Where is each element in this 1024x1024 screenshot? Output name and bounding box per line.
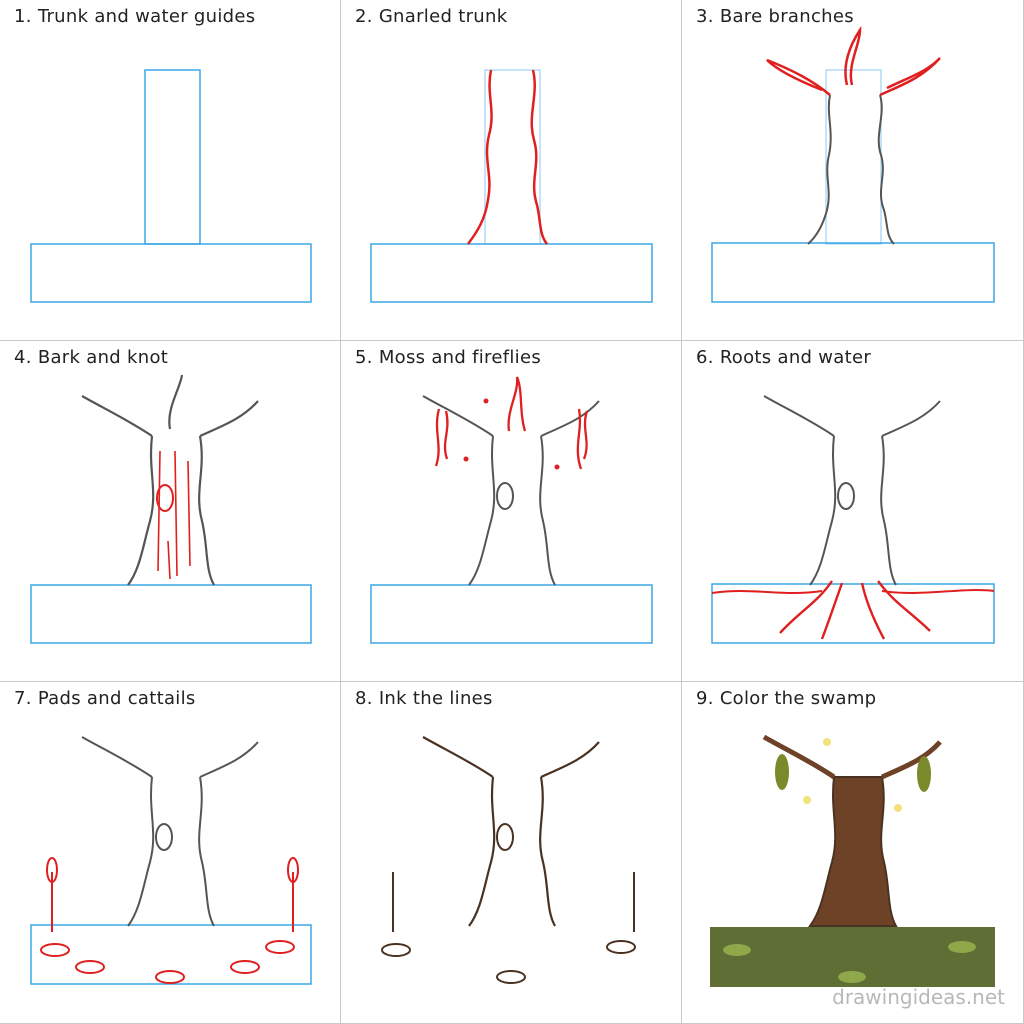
cattail-right-head xyxy=(287,857,299,883)
center-branch xyxy=(844,25,862,86)
trunk-guide xyxy=(144,69,201,245)
step-panel-7: 7. Pads and cattails xyxy=(0,682,341,1024)
step-title-2: 2. Gnarled trunk xyxy=(355,6,508,27)
step-title-7: 7. Pads and cattails xyxy=(14,688,196,709)
bark-lines xyxy=(157,450,191,580)
step-3-drawing xyxy=(711,25,995,303)
step-8-drawing xyxy=(381,736,636,984)
knot xyxy=(155,823,173,851)
firefly xyxy=(483,398,489,404)
trunk-guide xyxy=(484,69,541,245)
step-1-drawing xyxy=(30,69,312,303)
trunk-left-edge xyxy=(807,94,832,245)
knot xyxy=(156,484,174,512)
colored-trunk xyxy=(808,776,898,927)
step-panel-9: 9. Color the swamp drawingideas.net xyxy=(682,682,1024,1024)
step-panel-2: 2. Gnarled trunk xyxy=(341,0,682,341)
lily-pad xyxy=(838,971,866,983)
lily-pad xyxy=(723,944,751,956)
lily-pad xyxy=(40,943,70,957)
water-guide xyxy=(370,584,653,644)
firefly xyxy=(894,804,902,812)
trunk-guide xyxy=(825,69,882,245)
step-panel-4: 4. Bark and knot xyxy=(0,341,341,682)
water-guide xyxy=(711,583,995,644)
lily-pad xyxy=(381,943,411,957)
broken-top xyxy=(507,376,527,432)
knot xyxy=(496,482,514,510)
step-panel-5: 5. Moss and fireflies xyxy=(341,341,682,682)
step-panel-8: 8. Ink the lines xyxy=(341,682,682,1024)
lily-pad xyxy=(155,970,185,984)
firefly xyxy=(554,464,560,470)
firefly xyxy=(463,456,469,462)
lily-pad xyxy=(265,940,295,954)
step-title-6: 6. Roots and water xyxy=(696,347,872,368)
moss-right xyxy=(576,408,589,470)
step-panel-3: 3. Bare branches xyxy=(682,0,1024,341)
step-6-drawing xyxy=(711,395,995,644)
inked-tree xyxy=(422,736,600,927)
roots xyxy=(779,580,931,640)
moss xyxy=(917,756,931,792)
firefly xyxy=(823,738,831,746)
tree-outline xyxy=(81,736,259,927)
step-title-4: 4. Bark and knot xyxy=(14,347,169,368)
right-branch xyxy=(879,57,941,97)
trunk-right-edge xyxy=(530,69,549,245)
step-title-5: 5. Moss and fireflies xyxy=(355,347,542,368)
lily-pad xyxy=(606,940,636,954)
lily-pad xyxy=(948,941,976,953)
water-guide xyxy=(30,584,312,644)
water-guide xyxy=(30,924,312,985)
colored-branches xyxy=(762,734,942,780)
water-line xyxy=(711,589,995,594)
step-title-9: 9. Color the swamp xyxy=(696,688,877,709)
cattail-left-head xyxy=(46,857,58,883)
branches xyxy=(81,374,259,438)
lily-pad xyxy=(75,960,105,974)
left-branch xyxy=(766,58,831,96)
knot xyxy=(837,482,855,510)
step-9-drawing xyxy=(710,734,995,987)
lily-pad xyxy=(230,960,260,974)
water-guide xyxy=(370,243,653,303)
trunk-outline xyxy=(127,435,215,586)
firefly xyxy=(803,796,811,804)
trunk-right-edge xyxy=(877,94,895,245)
step-panel-6: 6. Roots and water xyxy=(682,341,1024,682)
step-7-drawing xyxy=(30,736,312,985)
lily-pad xyxy=(496,970,526,984)
moss-left xyxy=(434,408,449,467)
tree-outline xyxy=(422,395,600,586)
step-4-drawing xyxy=(30,374,312,644)
moss xyxy=(775,754,789,790)
watermark: drawingideas.net xyxy=(832,985,1005,1009)
knot xyxy=(496,823,514,851)
tree-outline xyxy=(763,395,941,586)
trunk-left-edge xyxy=(466,69,493,245)
water-guide xyxy=(30,243,312,303)
step-2-drawing xyxy=(370,69,653,303)
step-title-3: 3. Bare branches xyxy=(696,6,854,27)
step-5-drawing xyxy=(370,376,653,644)
step-panel-1: 1. Trunk and water guides xyxy=(0,0,341,341)
step-title-8: 8. Ink the lines xyxy=(355,688,493,709)
step-title-1: 1. Trunk and water guides xyxy=(14,6,256,27)
water-guide xyxy=(711,242,995,303)
